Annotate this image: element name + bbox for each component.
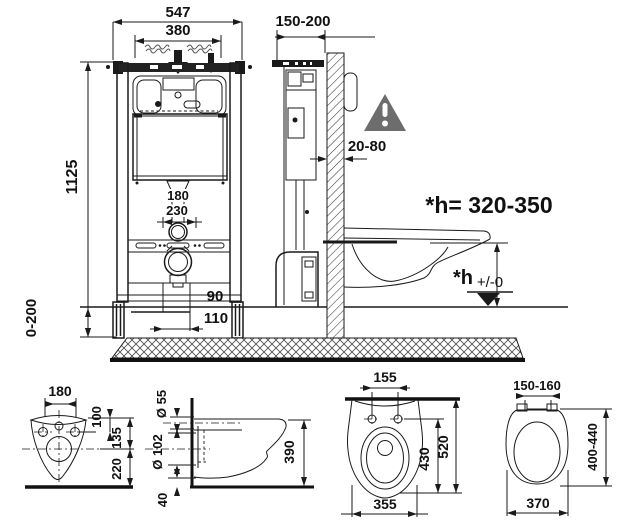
dim-flush-bend	[157, 217, 202, 228]
dim-holes-to-front: 430	[400, 418, 462, 494]
dim-flush-pipe-label: 180	[167, 188, 189, 203]
bowl-side-view: Ø 55 Ø 102 40 390	[145, 390, 314, 507]
dim-top-hole-spacing-label: 155	[373, 369, 397, 385]
flush-bend-side	[275, 251, 319, 307]
flush-rod-hole	[174, 91, 182, 99]
support-rail	[128, 239, 230, 253]
dim-bowl-width-label: 355	[373, 496, 397, 512]
dim-seat-width-label: 370	[526, 495, 550, 511]
dim-pan-height: 390	[281, 419, 311, 486]
dim-total-depth-label: 520	[435, 435, 451, 459]
overflow-slot	[183, 100, 201, 109]
water-inlet-spot	[377, 440, 393, 456]
dim-rail-spacing: 380	[134, 22, 222, 58]
dim-wall-thickness: 20-80	[310, 138, 386, 162]
dim-rear-hole-spacing-label: 180	[48, 383, 72, 399]
dim-bowl-height-label: *h	[453, 267, 473, 289]
seat-top-view: 150-160 400-440 370	[505, 378, 612, 516]
dim-water-supply-label: 90	[207, 288, 224, 305]
dim-total-width: 547	[112, 4, 243, 60]
dim-total-depth: 520	[435, 399, 459, 493]
floor-datum: +/-0	[467, 274, 513, 306]
dim-total-width-label: 547	[165, 4, 190, 21]
dim-install-depth: 150-200	[275, 13, 375, 60]
flush-pipe	[166, 180, 190, 242]
datum-triangle-icon	[477, 293, 500, 306]
floor-datum-label: +/-0	[477, 274, 503, 291]
finished-wall	[326, 52, 345, 361]
bowl-height-note: *h= 320-350	[425, 192, 552, 218]
seat-outline	[505, 403, 569, 485]
valve-knob	[155, 101, 161, 107]
dim-foot-adjust: 0-200	[23, 299, 117, 338]
dim-connection-offsets: 90 110	[131, 283, 228, 332]
bowl-top-outline	[347, 398, 423, 499]
dim-top-to-holes-label: 100	[89, 406, 104, 428]
dim-holes-to-front-label: 430	[416, 447, 432, 471]
dim-hinge-spacing: 150-160	[513, 378, 561, 410]
dim-top-hole-spacing: 155	[360, 369, 410, 414]
bowl-rear-outline	[22, 410, 133, 489]
dim-seat-length: 400-440	[560, 408, 612, 487]
dim-bottom-clearance-label: 40	[155, 493, 170, 507]
dim-flush-bend-label: 230	[166, 203, 188, 218]
floor-screed	[110, 337, 525, 362]
cistern-tank	[132, 113, 228, 185]
flush-plate	[272, 60, 324, 67]
cistern-access-panel	[132, 75, 227, 117]
dim-rear-hole-spacing: 180	[44, 383, 77, 417]
dim-frame-height-label: 1125	[64, 160, 81, 195]
dim-seat-width: 370	[506, 470, 569, 516]
dim-top-to-drain-label: 135	[109, 427, 124, 449]
bowl-top-view: 155 430 520	[341, 369, 462, 517]
dim-bowl-width: 355	[341, 485, 428, 517]
side-view: 150-200	[272, 13, 553, 361]
dim-rear-verticals: 100 135 220	[80, 406, 134, 487]
bowl-rear-view: 180 100 135 220	[22, 383, 134, 489]
top-rail	[106, 61, 252, 74]
dim-foot-adjust-label: 0-200	[23, 299, 40, 337]
dim-drain-to-floor-label: 220	[109, 458, 124, 480]
warning-icon	[364, 94, 406, 131]
dim-bottom-clearance: 40	[155, 469, 196, 507]
drain-outlet	[163, 245, 193, 288]
flush-bend	[168, 222, 188, 242]
dim-flush-inlet-label: Ø 55	[154, 390, 169, 418]
dim-flush-inlet: Ø 55	[154, 390, 194, 438]
pan-profile	[193, 418, 287, 479]
dim-drain-offset-label: 110	[204, 310, 228, 327]
toilet-bowl-side	[323, 227, 491, 288]
dim-seat-length-label: 400-440	[585, 423, 600, 471]
frame-side-profile	[275, 67, 319, 307]
dim-outlet-label: Ø 102	[150, 434, 165, 469]
dim-pan-height-label: 390	[281, 440, 297, 464]
fixing-bracket	[343, 72, 358, 112]
dim-rail-spacing-label: 380	[165, 22, 190, 39]
scribble-marks	[144, 44, 213, 54]
dim-install-depth-label: 150-200	[275, 13, 330, 30]
dim-hinge-spacing-label: 150-160	[513, 378, 561, 393]
dim-wall-thickness-label: 20-80	[348, 138, 386, 155]
